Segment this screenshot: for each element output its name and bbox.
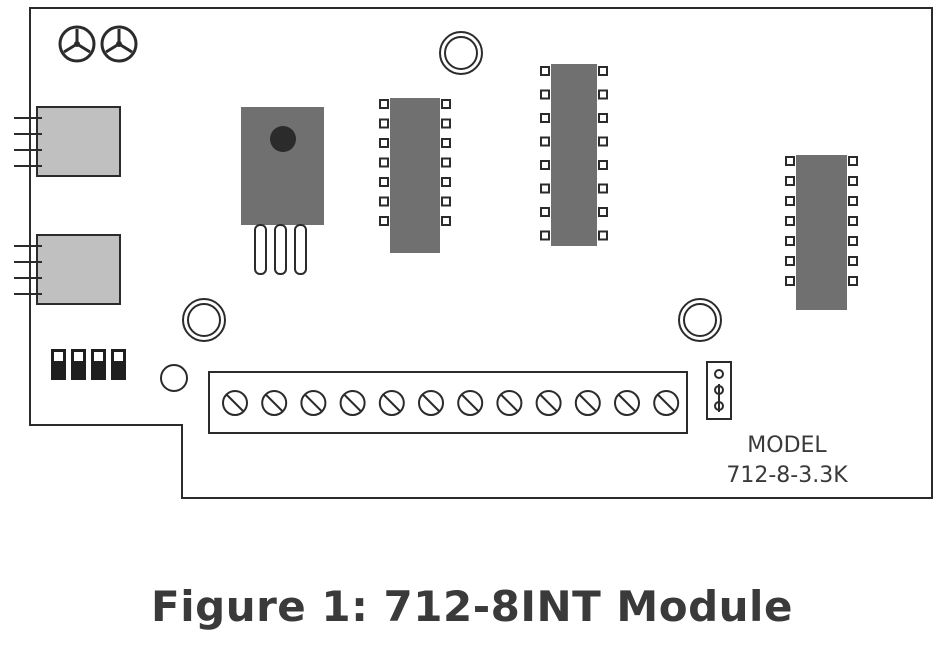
ic-pin (785, 236, 795, 246)
ic-pin (379, 157, 389, 168)
ic-pin (785, 156, 795, 166)
ic-pin (441, 99, 451, 109)
ic-pin (540, 230, 550, 241)
ic-pin (848, 276, 858, 286)
ic-pin (540, 207, 550, 217)
screw-slot (422, 394, 440, 412)
jumper (706, 361, 732, 420)
ic-chip (379, 98, 451, 253)
ic-pin (598, 89, 608, 100)
ic-pin (598, 136, 608, 147)
ic-pin (379, 99, 389, 109)
ic-pin (848, 156, 858, 166)
ic-pin (540, 113, 550, 123)
led-icon (58, 25, 96, 63)
ic-pin (598, 183, 608, 194)
screw-slot (618, 394, 636, 412)
mounting-hole (439, 31, 483, 75)
ic-pin (785, 216, 795, 226)
ic-pin (785, 196, 795, 206)
ic-pin (379, 196, 389, 207)
ic-body (390, 98, 440, 253)
ic-pin (540, 89, 550, 100)
small-hole (160, 364, 188, 392)
screw-slot (265, 394, 283, 412)
screw-slot (343, 394, 362, 412)
terminal-block (208, 371, 688, 434)
voltage-regulator (241, 107, 324, 275)
model-number: 712-8-3.3K (726, 463, 848, 488)
screw-slot (579, 394, 597, 412)
ic-body (796, 155, 847, 310)
ic-pin (379, 138, 389, 148)
screw-slot (657, 394, 675, 412)
ic-pin (785, 256, 795, 266)
ic-pin (540, 160, 550, 170)
ic-pin (540, 183, 550, 194)
ic-pin (785, 276, 795, 286)
dip-switch (51, 349, 126, 380)
ic-pin (598, 160, 608, 170)
screw-slot (226, 394, 244, 412)
connector-top (14, 106, 121, 177)
dip-switch-knob (54, 352, 63, 361)
screw-slot (383, 394, 401, 412)
ic-pin (441, 138, 451, 148)
ic-body (551, 64, 597, 246)
dip-switch-knob (74, 352, 83, 361)
ic-pin (540, 136, 550, 147)
ic-pin (848, 256, 858, 266)
mounting-hole (182, 298, 226, 342)
ic-chip (785, 155, 858, 310)
ic-pin (441, 177, 451, 187)
ic-pin (848, 196, 858, 206)
screw-slot (461, 394, 479, 412)
screw-slot (304, 394, 323, 412)
model-label: MODEL (747, 433, 827, 458)
mounting-hole (678, 298, 722, 342)
ic-pin (379, 177, 389, 187)
dip-switch-knob (94, 352, 103, 361)
ic-pin (848, 236, 858, 246)
ic-pin (441, 216, 451, 226)
dip-switch-knob (114, 352, 123, 361)
ic-pin (441, 118, 451, 129)
ic-pin (848, 176, 858, 186)
ic-pin (441, 196, 451, 207)
ic-pin (598, 230, 608, 241)
ic-pin (379, 118, 389, 129)
led-icon (100, 25, 138, 63)
ic-pin (598, 66, 608, 76)
ic-chip (540, 64, 608, 246)
ic-pin (785, 176, 795, 186)
screw-slot (500, 394, 519, 412)
figure-caption: Figure 1: 712-8INT Module (151, 582, 793, 631)
ic-pin (441, 157, 451, 168)
ic-pin (379, 216, 389, 226)
connector-bottom (14, 234, 121, 305)
ic-pin (848, 216, 858, 226)
ic-pin (598, 113, 608, 123)
ic-pin (540, 66, 550, 76)
screw-slot (539, 394, 558, 412)
ic-pin (598, 207, 608, 217)
